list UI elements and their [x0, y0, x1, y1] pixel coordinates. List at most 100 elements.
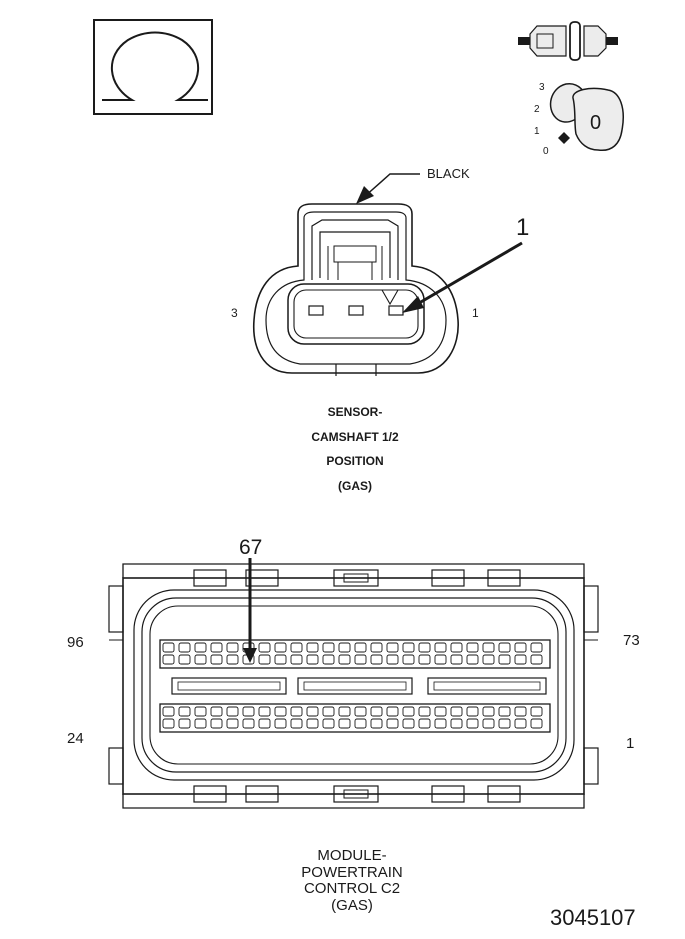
pcm-pin-cavity: [290, 642, 303, 653]
ignition-key-icon: [549, 83, 624, 152]
pcm-pin-cavity: [514, 718, 527, 729]
pcm-pin-cavity: [194, 642, 207, 653]
pcm-pin-cavity: [274, 654, 287, 665]
pcm-pin-cavity: [274, 718, 287, 729]
plug-connector-icon: [518, 21, 618, 61]
pcm-pin-cavity: [482, 718, 495, 729]
pcm-pin-cavity: [498, 642, 511, 653]
pcm-pin-cavity: [354, 654, 367, 665]
pcm-pin-cavity: [418, 654, 431, 665]
pcm-pin-cavity: [498, 654, 511, 665]
pcm-pin-cavity: [322, 718, 335, 729]
pcm-pin-cavity: [482, 654, 495, 665]
pcm-top-right-pin: 73: [623, 632, 640, 649]
pcm-pin-cavity: [242, 706, 255, 717]
pcm-pin-cavity: [178, 654, 191, 665]
sensor-caption-line: CAMSHAFT 1/2: [311, 429, 399, 444]
color-callout-leader: [356, 173, 420, 204]
pcm-pin-cavity: [338, 706, 351, 717]
pcm-pin-cavity: [386, 642, 399, 653]
pcm-pin-cavity: [338, 654, 351, 665]
omega-icon: [102, 31, 208, 101]
pcm-pin-cavity: [210, 654, 223, 665]
pcm-pin-cavity: [498, 718, 511, 729]
pcm-pin-cavity: [370, 642, 383, 653]
pcm-pin-cavity: [226, 718, 239, 729]
pcm-pin-cavity: [162, 642, 175, 653]
pcm-caption: MODULE- POWERTRAIN CONTROL C2 (GAS): [262, 847, 442, 914]
pcm-pin-cavity: [178, 718, 191, 729]
pcm-top-left-pin: 96: [67, 634, 84, 651]
sensor-left-pin-label: 3: [231, 306, 238, 320]
sensor-pin-2: [348, 305, 364, 316]
pcm-caption-line: (GAS): [331, 896, 373, 914]
pcm-pin-cavity: [306, 718, 319, 729]
pcm-pin-cavity: [514, 654, 527, 665]
pcm-pin-cavity: [162, 718, 175, 729]
sensor-caption-line: SENSOR-: [327, 405, 383, 419]
pcm-pin-cavity: [418, 718, 431, 729]
pcm-pin-cavity: [498, 706, 511, 717]
pcm-pin-cavity: [258, 642, 271, 653]
pcm-pin-cavity: [210, 706, 223, 717]
pcm-pin-cavity: [162, 654, 175, 665]
pcm-pin-cavity: [306, 642, 319, 653]
figure-id: 3045107: [550, 905, 636, 930]
sensor-camshaft-connector: [252, 203, 459, 376]
sensor-pin-callout: 1: [516, 214, 530, 241]
pcm-pin-cavity: [194, 718, 207, 729]
pcm-pin-cavity: [450, 718, 463, 729]
pcm-pin-cavity: [466, 654, 479, 665]
pcm-pin-cavity: [466, 642, 479, 653]
pcm-pin-cavity: [242, 718, 255, 729]
pcm-pin-cavity: [434, 706, 447, 717]
pcm-pin-cavity: [210, 642, 223, 653]
pcm-pin-cavity: [338, 718, 351, 729]
pcm-pin-cavity: [258, 718, 271, 729]
pcm-pin-cavity: [402, 718, 415, 729]
pcm-pin-cavity: [178, 706, 191, 717]
pcm-pin-cavity: [290, 706, 303, 717]
pcm-pin-cavity: [290, 654, 303, 665]
pin-1-arrow: [402, 241, 523, 313]
pcm-bottom-right-pin: 1: [626, 735, 635, 752]
pcm-pin-cavity: [482, 642, 495, 653]
pcm-pin-cavity: [418, 642, 431, 653]
pcm-pin-cavity: [258, 706, 271, 717]
pcm-pin-cavity: [210, 718, 223, 729]
pcm-pin-cavity: [322, 642, 335, 653]
pcm-pin-cavity: [306, 654, 319, 665]
pcm-pin-cavity: [402, 654, 415, 665]
pcm-pin-cavity: [530, 706, 543, 717]
pcm-pin-cavity: [418, 706, 431, 717]
pcm-caption-line: POWERTRAIN: [301, 863, 403, 881]
pcm-pin-cavity: [402, 642, 415, 653]
pcm-pin-cavity: [194, 654, 207, 665]
pcm-pin-cavity: [466, 718, 479, 729]
pcm-pin-cavity: [450, 654, 463, 665]
pcm-pin-cavity: [322, 654, 335, 665]
pcm-pin-cavity: [402, 706, 415, 717]
key-position-1: 1: [534, 126, 540, 137]
pcm-pin-cavity: [354, 642, 367, 653]
pcm-pin-cavity: [386, 718, 399, 729]
pcm-caption-line: MODULE-: [317, 847, 387, 864]
pcm-pin-cavity: [178, 642, 191, 653]
pcm-pin-cavity: [386, 706, 399, 717]
pcm-pin-cavity: [258, 654, 271, 665]
pcm-pin-cavity: [530, 718, 543, 729]
pcm-pin-cavity: [450, 706, 463, 717]
pcm-pin-cavity: [226, 642, 239, 653]
black-color-label: BLACK: [427, 166, 470, 181]
pcm-pin-cavity: [274, 642, 287, 653]
pcm-connector: [108, 563, 599, 809]
pcm-pin-cavity: [322, 706, 335, 717]
key-position-2: 2: [534, 104, 540, 115]
pcm-pin-cavity: [354, 718, 367, 729]
sensor-pin-3: [308, 305, 324, 316]
pcm-pin-cavity: [530, 642, 543, 653]
pcm-pin-cavity: [466, 706, 479, 717]
pcm-pin-cavity: [514, 706, 527, 717]
pcm-pin-callout: 67: [239, 536, 263, 559]
